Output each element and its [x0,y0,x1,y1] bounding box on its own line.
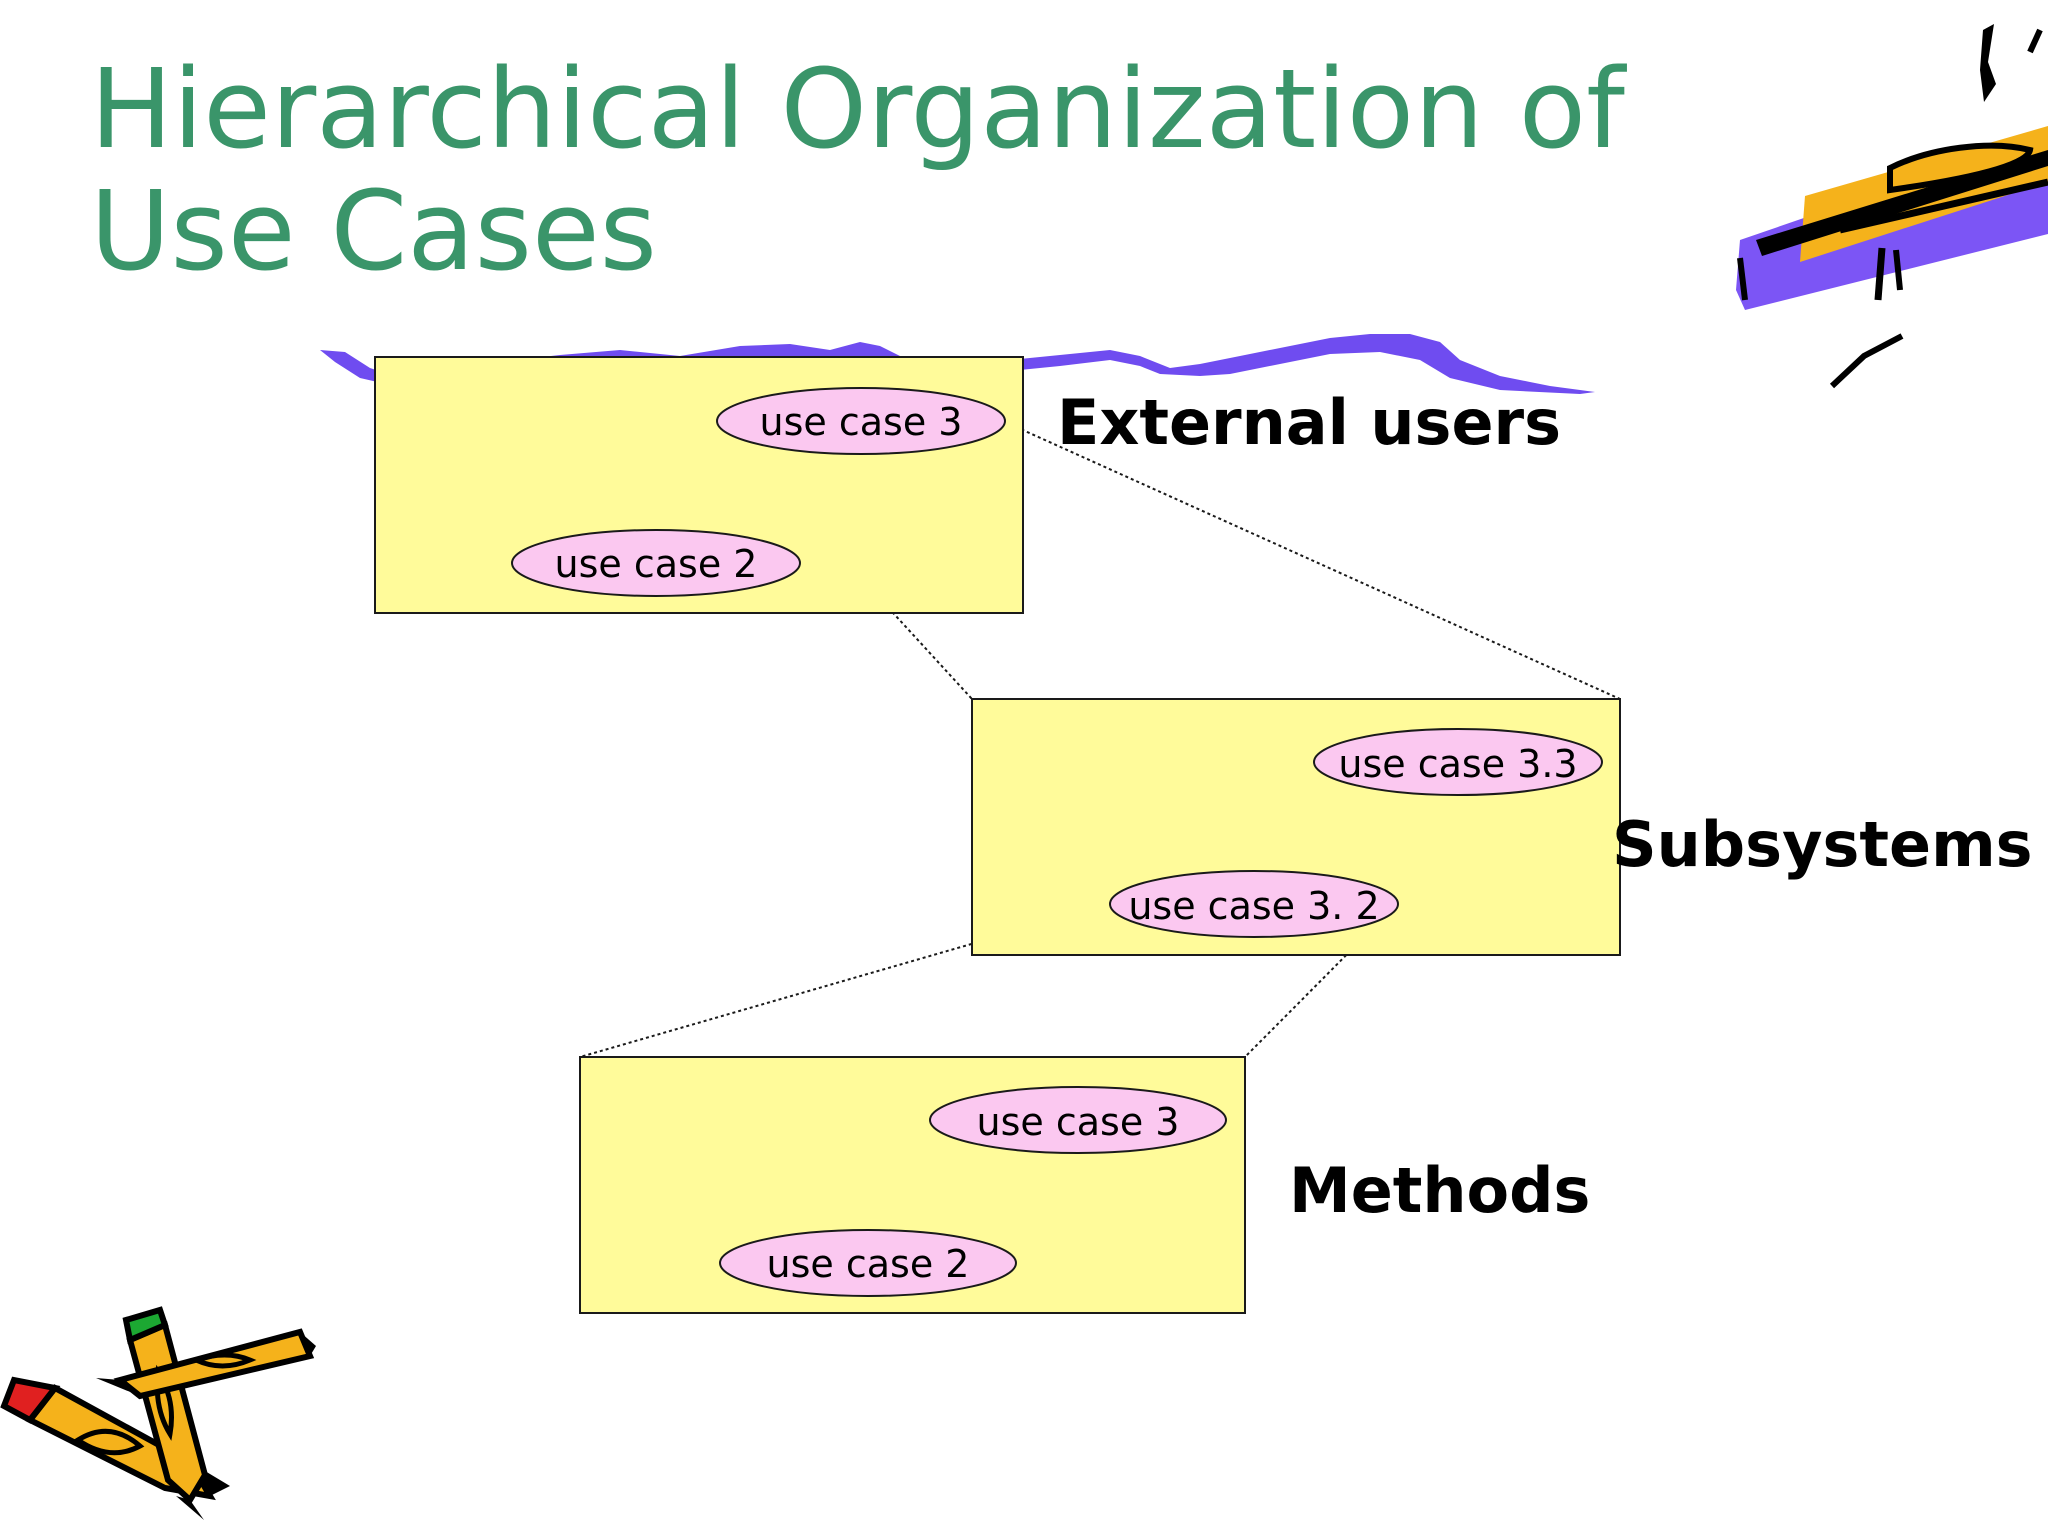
use-case-oval [716,387,1006,455]
use-case-oval [1109,870,1399,938]
use-case-oval [511,529,801,597]
level-subsystems: use case 3.3 use case 3. 2 Subsystems [971,698,2033,956]
use-case-label: use case 3 [760,400,963,444]
use-case-label: use case 3. 2 [1128,884,1379,928]
slide-title: Hierarchical Organization of Use Cases [90,48,1740,292]
use-case-oval [1313,728,1603,796]
level-external-users: use case 3 use case 2 External users [374,356,1561,614]
use-case-label: use case 2 [767,1242,970,1286]
crossed-pencils-clipart-icon [0,1306,316,1520]
use-case-label: use case 3.3 [1338,742,1577,786]
use-case-label: use case 3 [977,1100,1180,1144]
slide-title-line-1: Hierarchical Organization of [90,45,1625,173]
level-methods: use case 3 use case 2 Methods [579,1056,1590,1314]
level-label: External users [1057,386,1561,459]
level-label: Methods [1289,1154,1590,1227]
use-case-oval [719,1229,1017,1297]
zoom-line-1b [1004,421,1621,700]
slide-title-line-2: Use Cases [90,167,657,295]
use-case-label: use case 2 [555,542,758,586]
ribbon-swoosh [320,334,1595,394]
level-label: Subsystems [1612,808,2033,881]
use-case-oval [929,1086,1227,1154]
pen-clipart-icon [1736,24,2048,389]
